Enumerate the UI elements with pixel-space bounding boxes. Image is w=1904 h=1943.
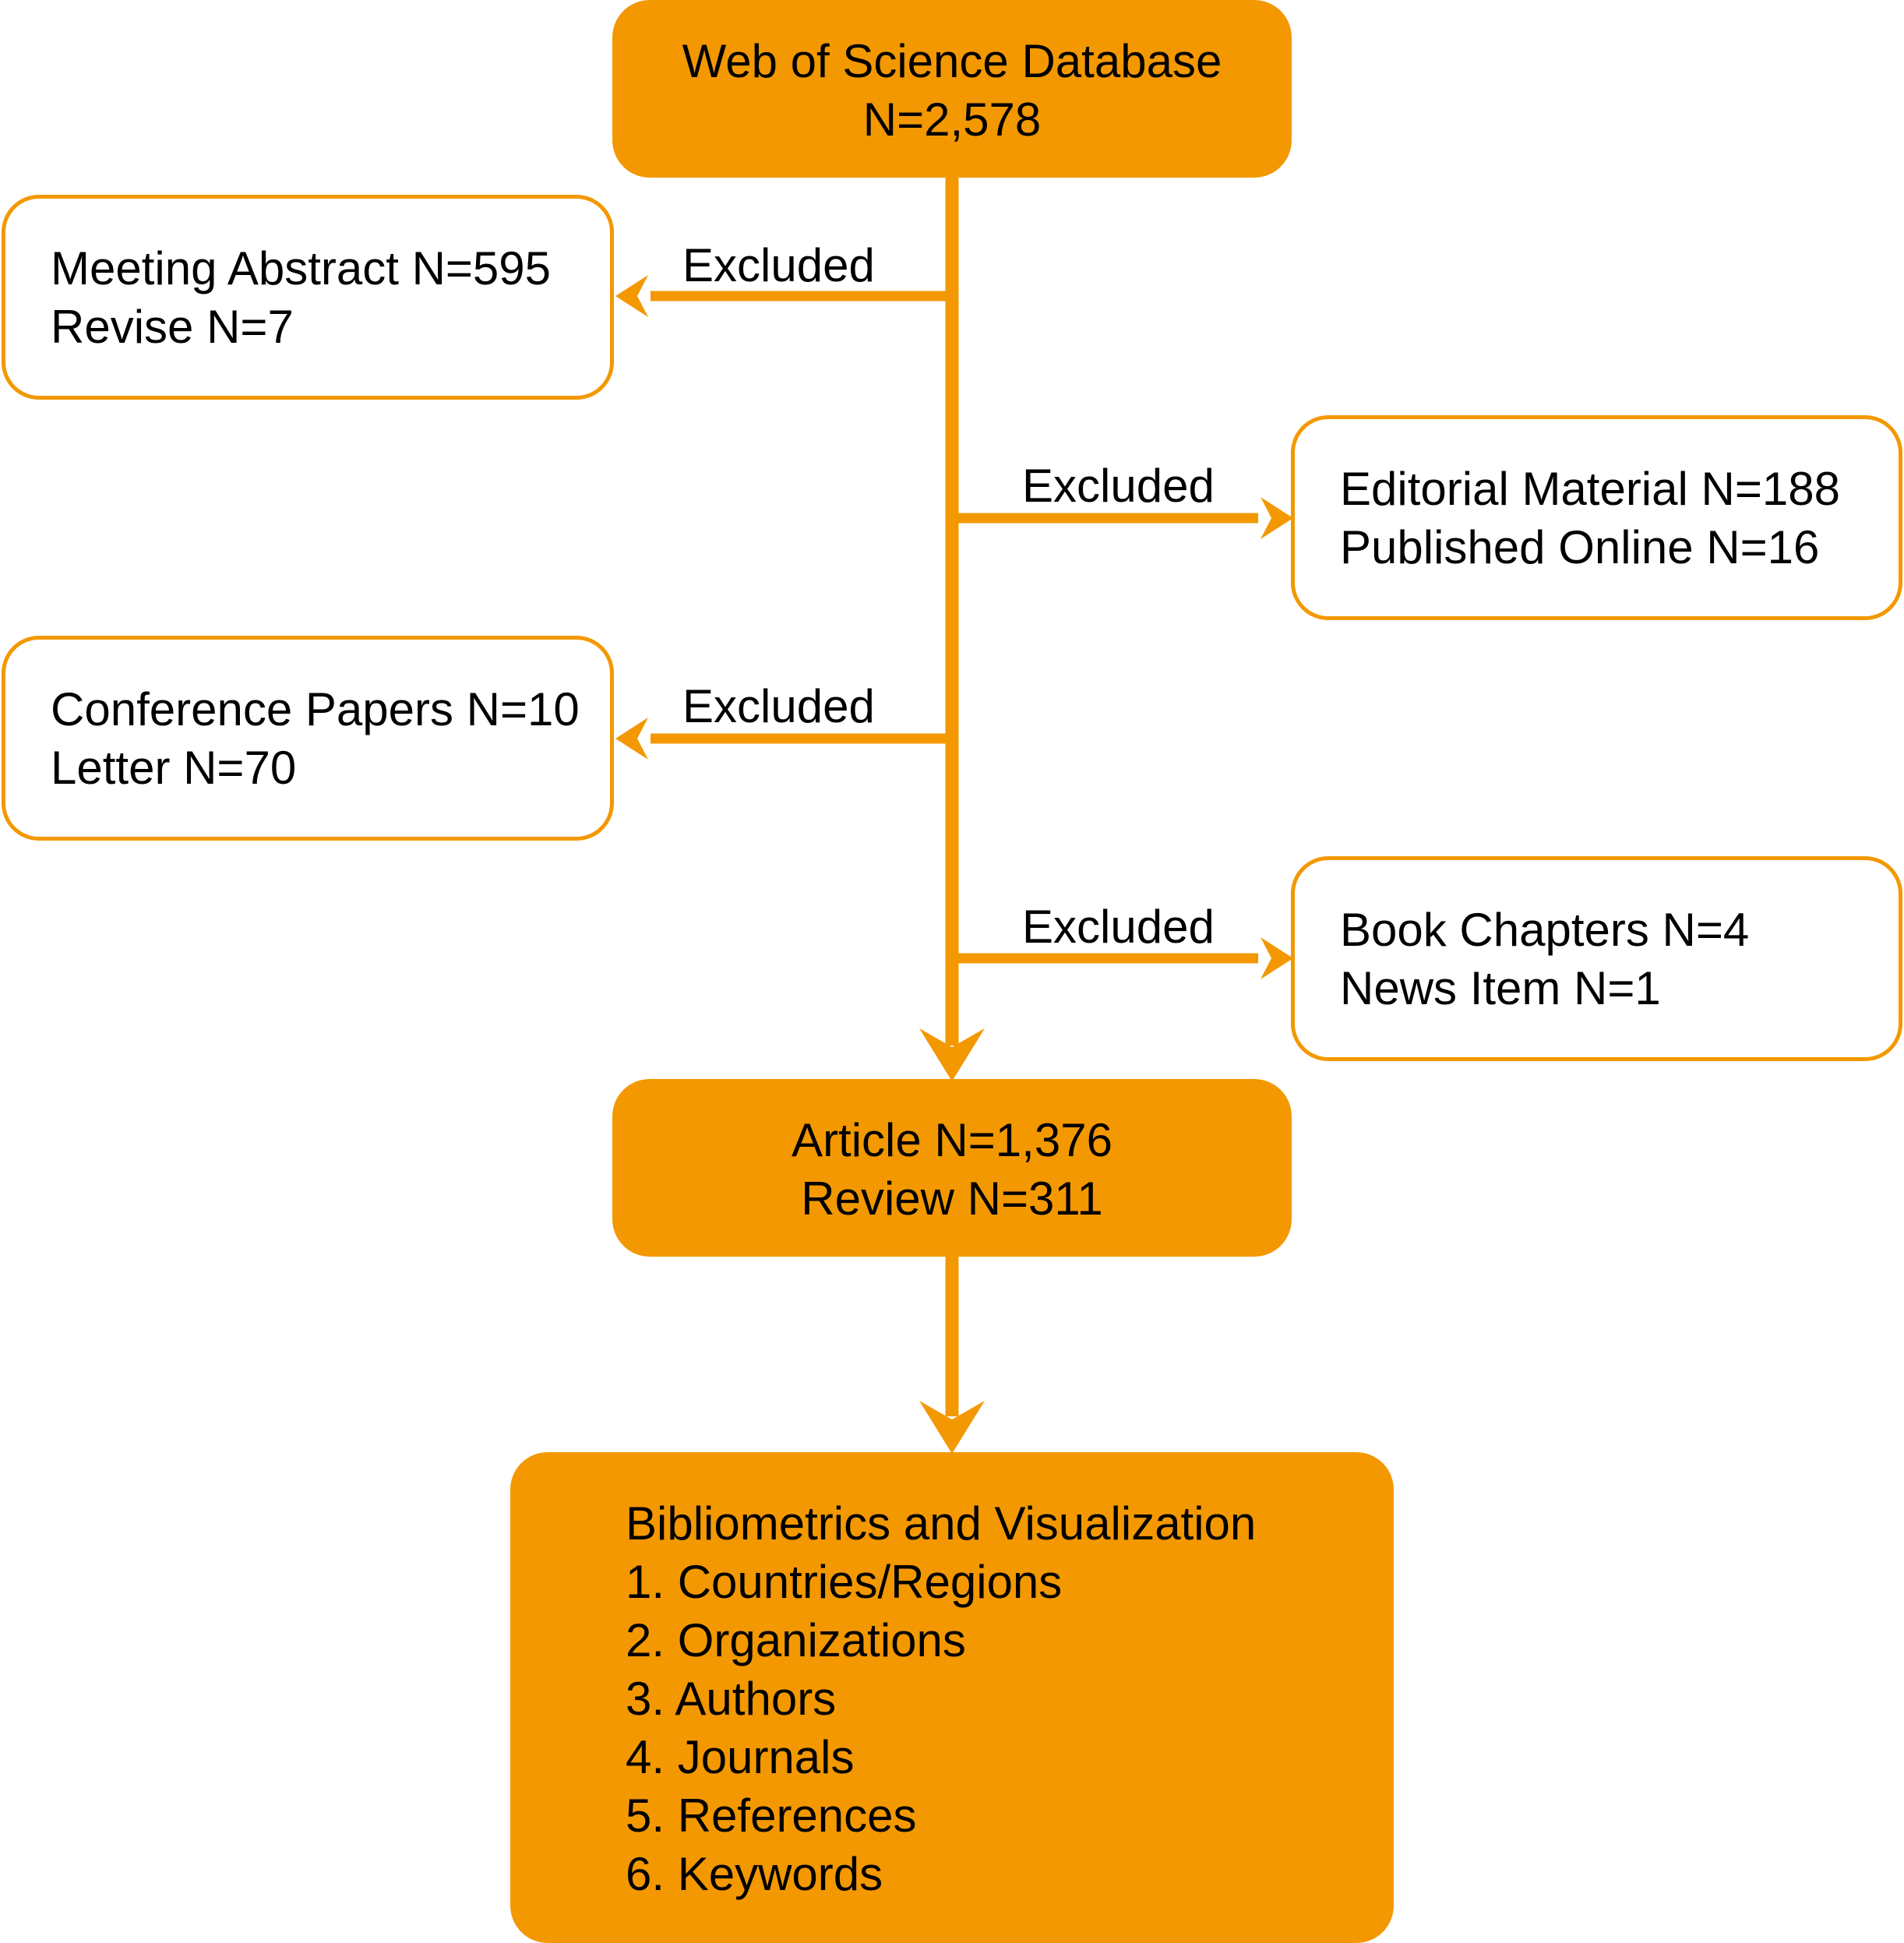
- arrowhead-to-excluded-2: [1261, 497, 1293, 539]
- excluded-label-3: Excluded: [682, 680, 875, 732]
- excluded-box-3: Conference Papers N=10 Letter N=70: [2, 636, 614, 841]
- analysis-box-item-1: 1. Countries/Regions: [626, 1556, 1063, 1608]
- excluded-box-2-line-2: Published Online N=16: [1340, 521, 1820, 573]
- excluded-label-1: Excluded: [682, 239, 875, 291]
- included-box-line-1: Article N=1,376: [792, 1114, 1112, 1166]
- excluded-box-2: Editorial Material N=188 Published Onlin…: [1291, 415, 1902, 620]
- included-box-line-2: Review N=311: [801, 1172, 1103, 1225]
- analysis-box-item-5: 5. References: [626, 1790, 917, 1842]
- arrowhead-to-analysis: [919, 1401, 985, 1454]
- analysis-box: Bibliometrics and Visualization 1. Count…: [510, 1452, 1394, 1943]
- excluded-label-2: Excluded: [1022, 460, 1215, 512]
- arrowhead-to-excluded-1: [615, 275, 648, 317]
- analysis-box-title: Bibliometrics and Visualization: [626, 1497, 1257, 1550]
- included-box: Article N=1,376 Review N=311: [612, 1079, 1292, 1257]
- analysis-box-item-2: 2. Organizations: [626, 1614, 966, 1666]
- analysis-box-item-4: 4. Journals: [626, 1731, 855, 1783]
- excluded-box-1-line-2: Revise N=7: [51, 301, 294, 353]
- excluded-box-3-line-2: Letter N=70: [51, 742, 297, 794]
- arrowhead-to-excluded-4: [1261, 937, 1293, 979]
- excluded-box-3-line-1: Conference Papers N=10: [51, 683, 580, 735]
- arrowhead-to-included: [919, 1028, 985, 1081]
- excluded-box-4-line-1: Book Chapters N=4: [1340, 904, 1750, 956]
- excluded-label-4: Excluded: [1022, 901, 1215, 953]
- arrowhead-to-excluded-3: [615, 718, 648, 760]
- excluded-box-4: Book Chapters N=4 News Item N=1: [1291, 856, 1902, 1061]
- source-box: Web of Science Database N=2,578: [612, 0, 1292, 178]
- source-box-line-2: N=2,578: [862, 93, 1042, 146]
- source-box-line-1: Web of Science Database: [682, 35, 1222, 87]
- excluded-box-2-line-1: Editorial Material N=188: [1340, 463, 1840, 515]
- excluded-box-1-line-1: Meeting Abstract N=595: [51, 242, 552, 294]
- analysis-box-item-3: 3. Authors: [626, 1673, 837, 1725]
- analysis-box-item-6: 6. Keywords: [626, 1848, 883, 1900]
- excluded-box-4-line-2: News Item N=1: [1340, 962, 1661, 1014]
- excluded-box-1: Meeting Abstract N=595 Revise N=7: [2, 195, 614, 400]
